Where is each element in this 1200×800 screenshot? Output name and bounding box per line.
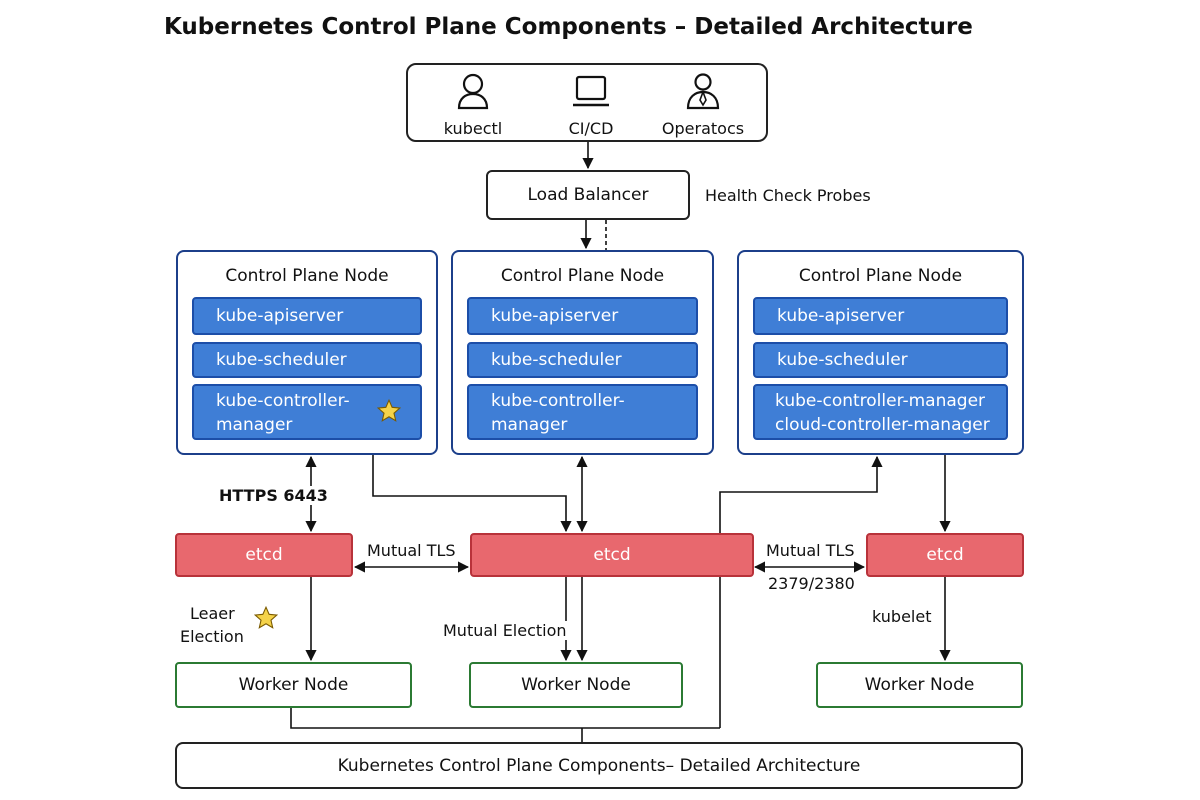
manager-line-1: kube-controller- xyxy=(491,391,625,411)
kube-scheduler[interactable]: kube-scheduler xyxy=(753,342,1008,378)
kube-controller-manager[interactable]: kube-controller-manager cloud-controller… xyxy=(753,384,1008,440)
cp-title: Control Plane Node xyxy=(798,266,963,286)
cp-title: Control Plane Node xyxy=(500,266,665,286)
star-icon xyxy=(376,398,402,422)
manager-line-1: kube-controller- xyxy=(216,391,350,411)
load-balancer[interactable]: Load Balancer xyxy=(486,170,690,220)
client-kubectl[interactable]: kubectl xyxy=(418,71,528,138)
control-plane-node-2[interactable]: Control Plane Node kube-apiserver kube-s… xyxy=(451,250,714,455)
mutual-tls-label: Mutual TLS xyxy=(764,541,857,560)
client-label: kubectl xyxy=(443,119,503,138)
control-plane-node-1[interactable]: Control Plane Node kube-apiserver kube-s… xyxy=(176,250,438,455)
footer-caption: Kubernetes Control Plane Components– Det… xyxy=(175,742,1023,789)
worker-node-1[interactable]: Worker Node xyxy=(175,662,412,708)
kube-apiserver[interactable]: kube-apiserver xyxy=(753,297,1008,335)
control-plane-node-3[interactable]: Control Plane Node kube-apiserver kube-s… xyxy=(737,250,1024,455)
https-port-label: HTTPS 6443 xyxy=(217,486,330,505)
manager-line-2: manager xyxy=(491,415,568,435)
manager-line-2: manager xyxy=(216,415,293,435)
worker1-to-footer-line xyxy=(290,708,720,729)
cp1-to-etcd2-line xyxy=(372,455,572,533)
star-icon xyxy=(253,605,279,629)
operator-icon xyxy=(686,73,720,110)
kube-controller-manager[interactable]: kube-controller- manager xyxy=(467,384,698,440)
etcd-port-label: 2379/2380 xyxy=(766,574,857,593)
mutual-tls-label: Mutual TLS xyxy=(365,541,458,560)
laptop-icon xyxy=(573,75,609,107)
worker-node-3[interactable]: Worker Node xyxy=(816,662,1023,708)
kube-apiserver[interactable]: kube-apiserver xyxy=(192,297,422,335)
clients-box: kubectl CI/CD Operatocs xyxy=(406,63,768,142)
etcd-2[interactable]: etcd xyxy=(470,533,754,577)
cloud-controller-manager: cloud-controller-manager xyxy=(775,415,990,435)
client-operators[interactable]: Operatocs xyxy=(648,71,758,138)
page-title: Kubernetes Control Plane Components – De… xyxy=(164,14,973,40)
worker-node-2[interactable]: Worker Node xyxy=(469,662,683,708)
footer-to-cp3-line xyxy=(719,455,883,728)
etcd-3[interactable]: etcd xyxy=(866,533,1024,577)
client-cicd[interactable]: CI/CD xyxy=(536,71,646,138)
kubelet-label: kubelet xyxy=(872,607,932,626)
manager-line-1: kube-controller-manager xyxy=(775,391,986,411)
cp-title: Control Plane Node xyxy=(225,266,389,286)
kube-apiserver[interactable]: kube-apiserver xyxy=(467,297,698,335)
health-check-label: Health Check Probes xyxy=(705,186,871,205)
kube-scheduler[interactable]: kube-scheduler xyxy=(467,342,698,378)
leader-election-label-1: Leaer xyxy=(190,604,235,623)
kube-scheduler[interactable]: kube-scheduler xyxy=(192,342,422,378)
leader-election-label-2: Election xyxy=(180,627,244,646)
client-label: CI/CD xyxy=(568,119,614,138)
mutual-election-label: Mutual Election xyxy=(441,621,569,640)
user-icon xyxy=(457,73,489,110)
client-label: Operatocs xyxy=(661,119,745,138)
kube-controller-manager[interactable]: kube-controller- manager xyxy=(192,384,422,440)
etcd-1[interactable]: etcd xyxy=(175,533,353,577)
